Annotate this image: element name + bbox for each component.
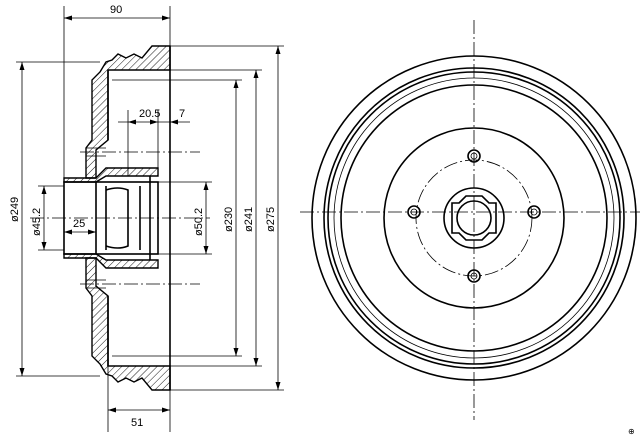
- dim-diameter-230: ø230: [223, 207, 235, 232]
- corner-mark: ⊕: [628, 427, 635, 436]
- dim-diameter-50-2: ø50.2: [193, 208, 205, 236]
- dim-offset-b: 7: [179, 108, 185, 120]
- dim-diameter-241: ø241: [243, 207, 255, 232]
- dim-diameter-275: ø275: [265, 207, 277, 232]
- hub-lower: [63, 253, 159, 269]
- dim-overall-width: 90: [110, 4, 122, 16]
- lower-drum-wall: [85, 257, 171, 391]
- dim-offset-a: 20.5: [139, 108, 160, 120]
- front-view: [300, 20, 640, 420]
- side-section-view: [30, 45, 210, 391]
- dim-diameter-249: ø249: [9, 197, 21, 222]
- dim-bore-depth: 25: [73, 218, 85, 230]
- dim-bottom-width: 51: [131, 417, 143, 429]
- splined-bore: [451, 195, 497, 241]
- dim-diameter-45-2: ø45.2: [31, 208, 43, 236]
- hub-upper: [63, 167, 159, 183]
- dimension-lines: [16, 6, 284, 432]
